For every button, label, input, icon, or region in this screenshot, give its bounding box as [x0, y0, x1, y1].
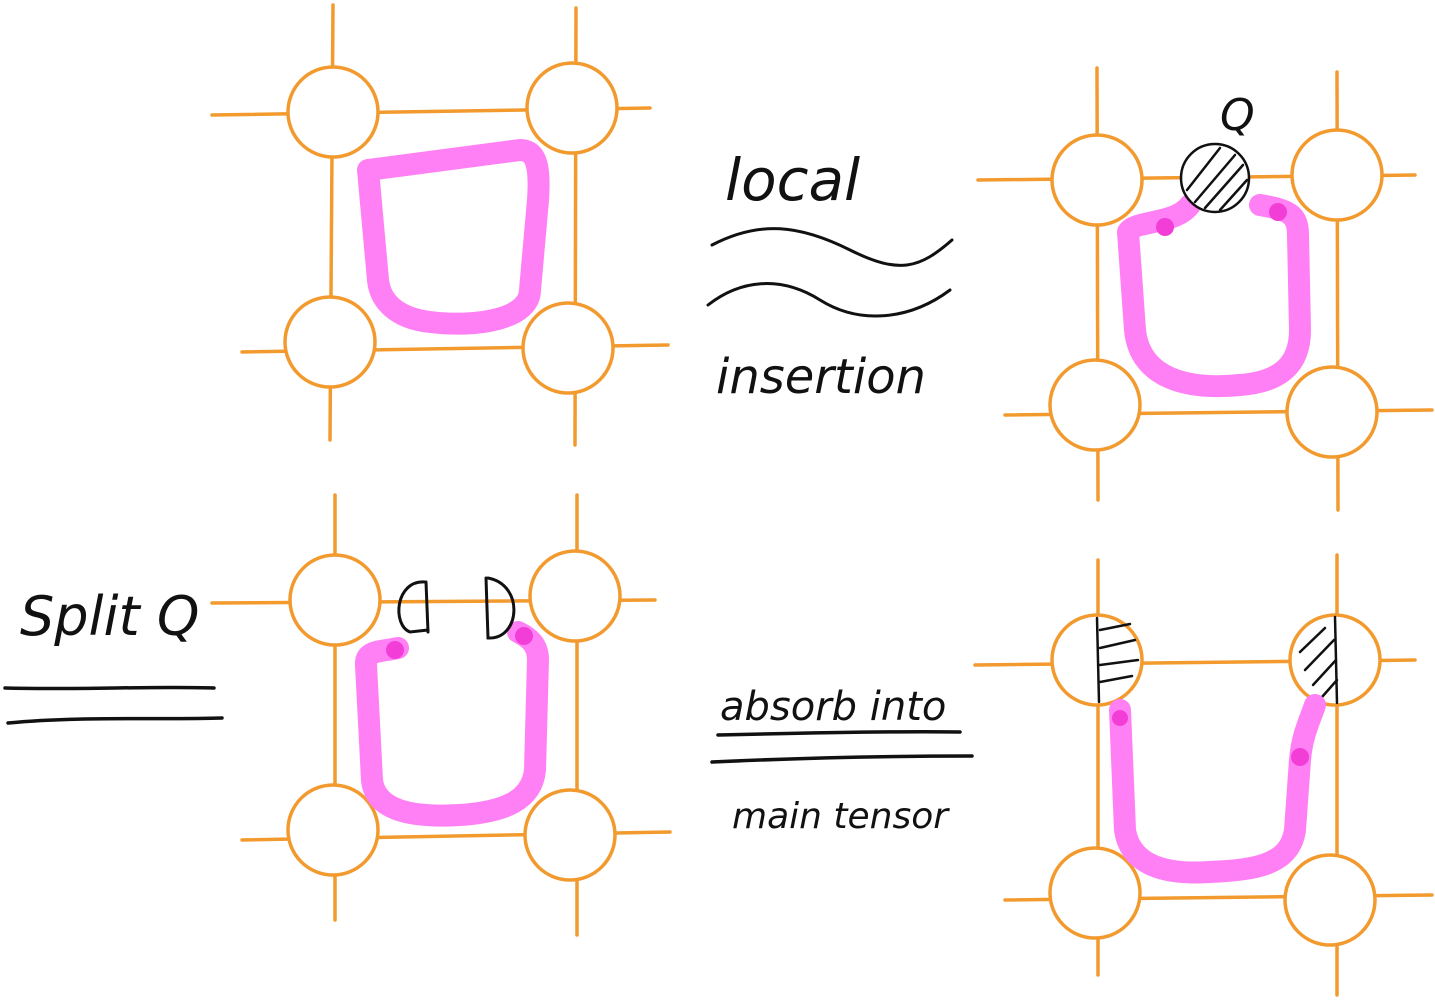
tensor-node	[1050, 133, 1144, 227]
loop-open	[1109, 694, 1326, 884]
tensor-node	[286, 65, 380, 159]
hatch-line	[1320, 678, 1339, 699]
panel-q-split	[210, 493, 672, 937]
underline-stroke	[710, 754, 974, 764]
label-insertion: insertion	[716, 349, 926, 405]
tensor-node	[286, 783, 380, 877]
hatch-line	[1311, 658, 1338, 687]
tensor-node	[1048, 846, 1142, 940]
equals-stroke	[3, 685, 216, 691]
hatch-line	[1185, 146, 1222, 192]
tensor-node	[1285, 365, 1379, 459]
label-split-q: Split Q	[20, 585, 199, 648]
tensor-node	[523, 788, 617, 882]
panel-q-inserted	[976, 66, 1434, 512]
loop-endpoint	[386, 641, 404, 659]
tensor-node	[525, 61, 619, 155]
arrow-local-insertion	[706, 227, 954, 318]
panel-absorbed	[973, 553, 1434, 997]
hatch-line	[1193, 153, 1237, 204]
absorb-arrow-lines	[710, 729, 974, 764]
hatch-line	[1098, 674, 1134, 684]
hatch-line	[1303, 638, 1336, 672]
tensor-node	[528, 549, 622, 643]
split-left-divider	[424, 580, 430, 634]
tensor-node	[288, 553, 382, 647]
split-right-half	[484, 576, 516, 640]
equals-lines	[3, 685, 224, 725]
tensor-node	[283, 295, 377, 389]
loop-endpoint	[1112, 710, 1128, 726]
loop-endpoint	[1269, 203, 1287, 221]
loop-open	[1117, 194, 1311, 398]
absorbed-left-half	[1095, 616, 1140, 704]
loop-endpoint	[1291, 748, 1309, 766]
label-absorb-into: absorb into	[720, 684, 946, 730]
q-tensor	[1179, 142, 1251, 214]
loop-open	[355, 621, 549, 827]
hatch-line	[1218, 178, 1249, 212]
loop-endpoint	[1156, 218, 1174, 236]
absorbed-right-half	[1298, 615, 1339, 705]
absorbed-divider	[1095, 616, 1101, 704]
hatch-line	[1098, 638, 1137, 650]
arrow-stroke	[710, 227, 954, 267]
label-q-tensor: Q	[1220, 90, 1255, 141]
hatch-line	[1098, 658, 1140, 667]
tensor-node	[521, 301, 615, 395]
equals-stroke	[6, 716, 224, 725]
tensor-node	[1290, 128, 1384, 222]
label-main-tensor: main tensor	[732, 796, 950, 837]
hatch-line	[1298, 626, 1327, 654]
hatch-line	[1098, 622, 1132, 632]
arrow-stroke	[706, 282, 952, 318]
tensor-node	[1048, 358, 1142, 452]
hatch-line	[1203, 163, 1245, 210]
loop-endpoint	[515, 627, 533, 645]
tensor-node	[1283, 853, 1377, 947]
panel-original-plaquette	[210, 3, 670, 447]
loop-closed	[357, 139, 550, 335]
split-left-half	[397, 580, 430, 634]
underline-stroke	[716, 729, 962, 737]
label-local: local	[725, 146, 860, 214]
